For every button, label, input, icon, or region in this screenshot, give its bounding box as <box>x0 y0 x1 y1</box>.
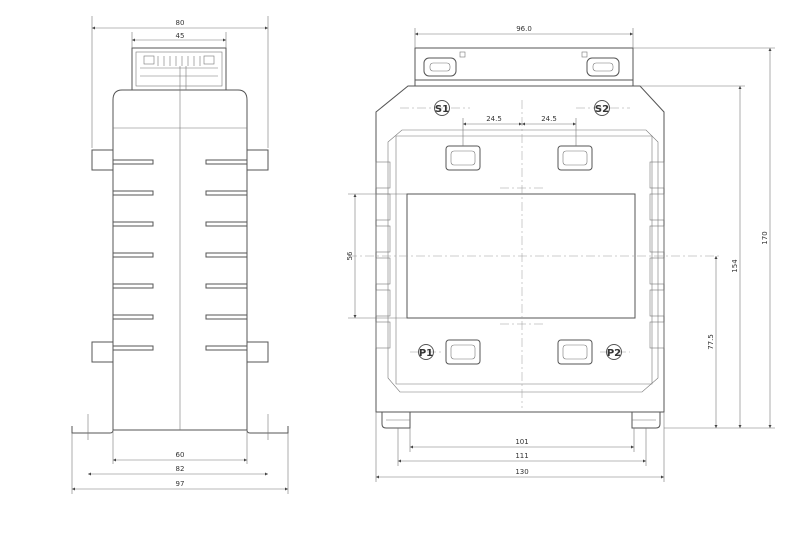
dim-side-base-2: 82 <box>176 465 185 473</box>
dim-front-base-2: 111 <box>515 452 528 460</box>
front-inner-frame <box>387 129 659 393</box>
front-top-bracket <box>414 47 634 86</box>
side-tab-left-lower <box>91 341 113 363</box>
side-terminal-block <box>131 47 227 91</box>
front-foot-left <box>381 412 411 429</box>
dim-side-top-inner: 45 <box>176 32 185 40</box>
dim-height-3: 170 <box>761 231 769 244</box>
dim-height-2: 154 <box>731 259 739 273</box>
dim-front-top: 96.0 <box>516 25 532 33</box>
front-foot-right <box>631 412 661 429</box>
terminal-label-s2: S2 <box>595 104 609 115</box>
terminal-label-p2: P2 <box>607 348 621 359</box>
side-tab-left-upper <box>91 149 113 171</box>
dim-pitch-right: 24.5 <box>541 115 557 123</box>
dim-window-height: 56 <box>346 251 354 260</box>
terminal-block-right-top <box>557 145 593 171</box>
dim-front-base-3: 130 <box>515 468 528 476</box>
dim-height-1: 77.5 <box>707 334 715 350</box>
front-side-ribs <box>375 161 665 349</box>
bracket-slot-right <box>586 57 620 77</box>
dim-side-base-1: 60 <box>176 451 185 459</box>
side-fins <box>112 159 248 351</box>
dim-side-base-3: 97 <box>176 480 185 488</box>
bracket-slot-left <box>423 57 457 77</box>
dim-pitch-left: 24.5 <box>486 115 502 123</box>
terminal-block-left-bottom <box>445 339 481 365</box>
front-housing <box>375 85 665 413</box>
terminal-label-p1: P1 <box>419 348 433 359</box>
terminal-label-s1: S1 <box>435 104 449 115</box>
side-tab-right-lower <box>247 341 269 363</box>
side-tab-right-upper <box>247 149 269 171</box>
side-view: 80 45 60 82 97 <box>71 16 289 494</box>
front-view: S1 S2 P1 P2 96.0 24.5 24.5 56 77. <box>346 25 775 482</box>
terminal-block-right-bottom <box>557 339 593 365</box>
dim-side-top-outer: 80 <box>176 19 185 27</box>
dim-front-base-1: 101 <box>515 438 528 446</box>
